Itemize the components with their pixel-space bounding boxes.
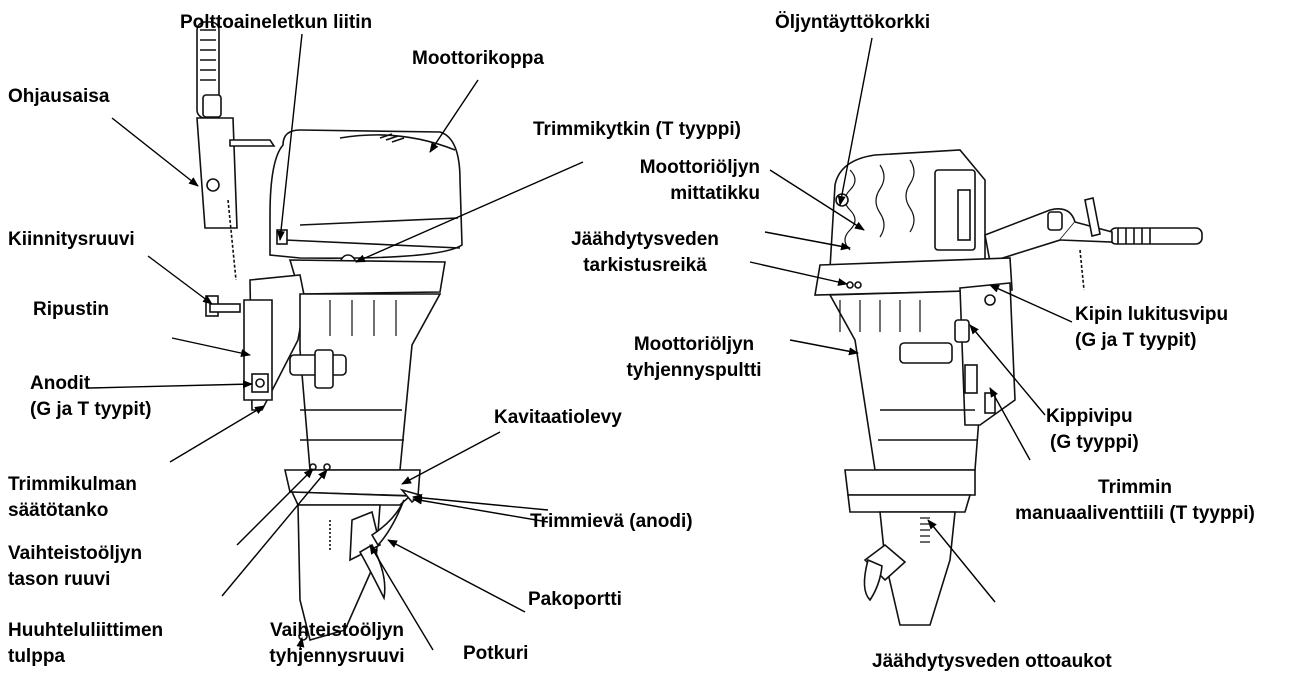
label-moottorioljyn-mittatikku: Moottoriöljyn mittatikku [590,155,760,207]
label-vaihteisto-tyhjennys-line1: Vaihteistoöljyn [232,618,442,644]
label-vaihteistooljyn-tason-ruuvi: Vaihteistoöljyn tason ruuvi [8,541,142,593]
label-kavitaatiolevy: Kavitaatiolevy [494,405,622,431]
label-trimmikulman-line2: säätötanko [8,498,137,524]
label-vaihteistooljyn-tyhjennysruuvi: Vaihteistoöljyn tyhjennysruuvi [232,618,442,670]
label-vaihteistooljyn-tason-line1: Vaihteistoöljyn [8,541,142,567]
label-kipin-lukitus-line2: (G ja T tyypit) [1075,328,1228,354]
label-huuhteluliittimen-line1: Huuhteluliittimen [8,618,163,644]
label-vaihteisto-tyhjennys-line2: tyhjennysruuvi [232,644,442,670]
label-kipin-lukitus-line1: Kipin lukitusvipu [1075,302,1228,328]
label-kippivipu-line1: Kippivipu [1046,404,1139,430]
label-ripustin: Ripustin [33,297,109,323]
label-kipin-lukitusvipu: Kipin lukitusvipu (G ja T tyypit) [1075,302,1228,354]
label-jaahdytysveden-tarkistusreika: Jäähdytysveden tarkistusreikä [530,227,760,279]
left-outboard-motor [197,22,462,640]
label-trimmin-manuaali-line1: Trimmin [968,475,1302,501]
label-huuhteluliittimen-tulppa: Huuhteluliittimen tulppa [8,618,163,670]
label-trimmin-manuaali-line2: manuaaliventtiili (T tyyppi) [968,501,1302,527]
label-moottorioljyn-tyhjennys-line1: Moottoriöljyn [596,332,792,358]
label-pakoportti: Pakoportti [528,587,622,613]
label-jaahdytys-tarkistus-line2: tarkistusreikä [530,253,760,279]
label-trimmin-manuaaliventtiili: Trimmin manuaaliventtiili (T tyyppi) [968,475,1302,527]
label-anodit-line2: (G ja T tyypit) [30,397,151,423]
right-outboard-motor [815,150,1202,625]
label-kippivipu-line2: (G tyyppi) [1046,430,1139,456]
label-jaahdytysveden-ottoaukot: Jäähdytysveden ottoaukot [872,649,1112,675]
label-trimmikulman-line1: Trimmikulman [8,472,137,498]
label-trimmieva-anodi: Trimmievä (anodi) [530,509,693,535]
label-anodit-line1: Anodit [30,371,151,397]
label-jaahdytys-tarkistus-line1: Jäähdytysveden [530,227,760,253]
label-polttoaineletkun-liitin: Polttoaineletkun liitin [180,10,372,36]
label-anodit: Anodit (G ja T tyypit) [30,371,151,423]
label-moottorikoppa: Moottorikoppa [412,46,544,72]
label-oljyntayttokorkki: Öljyntäyttökorkki [775,10,930,36]
label-mittatikku-line1: Moottoriöljyn [590,155,760,181]
label-vaihteistooljyn-tason-line2: tason ruuvi [8,567,142,593]
label-trimmikytkin: Trimmikytkin (T tyyppi) [533,117,741,143]
label-mittatikku-line2: mittatikku [590,181,760,207]
label-trimmikulman-saatotanko: Trimmikulman säätötanko [8,472,137,524]
label-ohjausaisa: Ohjausaisa [8,84,109,110]
label-potkuri: Potkuri [463,641,528,667]
label-kiinnitysruuvi: Kiinnitysruuvi [8,227,135,253]
label-moottorioljyn-tyhjennyspultti: Moottoriöljyn tyhjennyspultti [596,332,792,384]
label-moottorioljyn-tyhjennys-line2: tyhjennyspultti [596,358,792,384]
label-huuhteluliittimen-line2: tulppa [8,644,163,670]
label-kippivipu: Kippivipu (G tyyppi) [1046,404,1139,456]
